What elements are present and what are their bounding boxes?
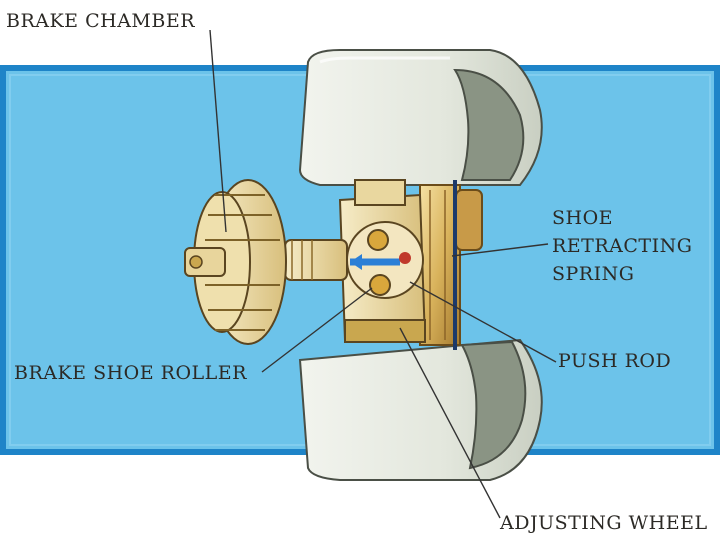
- label-retracting: RETRACTING: [552, 235, 693, 257]
- label-spring: SPRING: [552, 263, 635, 285]
- label-push-rod: PUSH ROD: [558, 350, 672, 372]
- upper-drum-half: [298, 49, 543, 186]
- label-brake-shoe-roller: BRAKE SHOE ROLLER: [14, 362, 247, 384]
- label-shoe: SHOE: [552, 207, 614, 229]
- label-brake-chamber: BRAKE CHAMBER: [6, 10, 196, 32]
- label-adjusting-wheel: ADJUSTING WHEEL: [500, 512, 708, 534]
- push-rod-shaft: [284, 239, 348, 281]
- brake-chamber: [184, 179, 287, 345]
- leader-brake-chamber: [209, 29, 227, 233]
- camshaft-housing: [338, 179, 427, 343]
- shoe-and-spring: [419, 180, 483, 350]
- label-shoe-retracting-spring: SHOE RETRACTING SPRING: [552, 204, 692, 288]
- leader-brake-shoe-roller: [261, 287, 373, 373]
- leader-push-rod: [409, 281, 557, 363]
- lower-drum-half: [298, 338, 543, 481]
- leader-lines: [209, 29, 557, 519]
- leader-shoe-retracting-spring: [451, 243, 549, 257]
- leader-adjusting-wheel: [399, 327, 501, 519]
